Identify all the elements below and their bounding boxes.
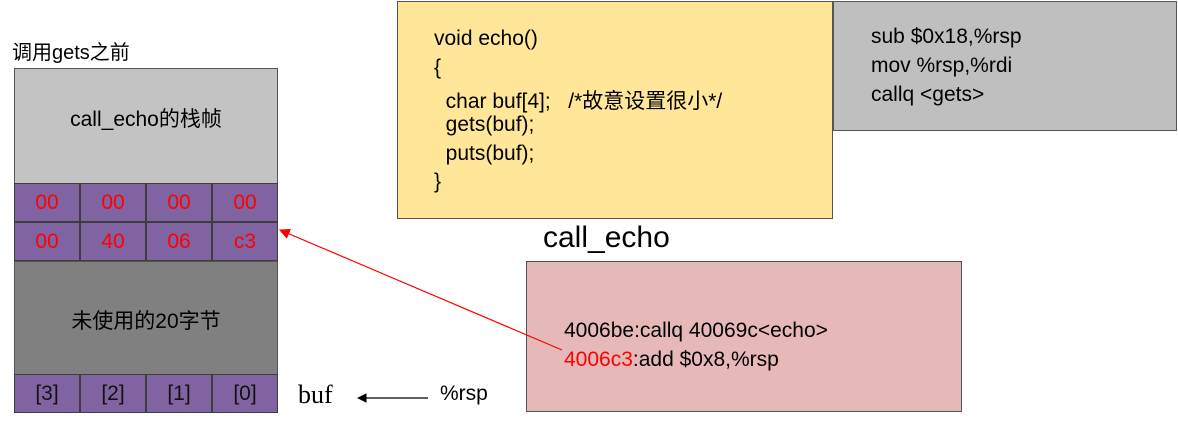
return-address-value: 4006c3 xyxy=(564,348,633,371)
buf-array-row: [3] [2] [1] [0] xyxy=(14,374,278,413)
call-instruction-line: 4006be:callq 40069c<echo> xyxy=(564,319,828,342)
rsp-label: %rsp xyxy=(440,382,488,405)
buf-index-cell: [2] xyxy=(80,374,146,413)
add-instruction-text: :add $0x8,%rsp xyxy=(632,348,779,371)
return-address-low-bytes: 00 40 06 c3 xyxy=(14,222,278,261)
code-line: gets(buf); xyxy=(434,113,535,136)
asm-line: callq <gets> xyxy=(871,83,985,106)
code-line: puts(buf); xyxy=(434,142,535,165)
code-line: { xyxy=(434,56,442,79)
call-echo-code-box: 4006be:callq 40069c<echo> 4006c3:add $0x… xyxy=(526,261,962,412)
stack-title: 调用gets之前 xyxy=(12,42,130,64)
asm-line: mov %rsp,%rdi xyxy=(871,54,1013,77)
buf-index-cell: [3] xyxy=(14,374,80,413)
call-echo-title: call_echo xyxy=(543,221,670,254)
buf-index-cell: [0] xyxy=(212,374,278,413)
return-address-line: 4006c3:add $0x8,%rsp xyxy=(564,348,779,372)
code-line: } xyxy=(434,170,442,193)
byte-cell: 00 xyxy=(14,183,80,222)
byte-cell: c3 xyxy=(212,222,278,261)
byte-cell: 00 xyxy=(14,222,80,261)
byte-cell: 00 xyxy=(146,183,212,222)
byte-cell: 00 xyxy=(80,183,146,222)
unused-bytes-label: 未使用的20字节 xyxy=(71,310,221,333)
buf-index-cell: [1] xyxy=(146,374,212,413)
call-echo-stack-frame: call_echo的栈帧 xyxy=(14,68,278,184)
echo-assembly-box: sub $0x18,%rsp mov %rsp,%rdi callq <gets… xyxy=(833,1,1177,131)
return-address-high-bytes: 00 00 00 00 xyxy=(14,183,278,222)
byte-cell: 00 xyxy=(212,183,278,222)
asm-line: sub $0x18,%rsp xyxy=(871,25,1022,48)
code-line: void echo() xyxy=(434,27,538,50)
echo-source-code-box: void echo() { char buf[4]; /*故意设置很小*/ ge… xyxy=(397,1,833,219)
byte-cell: 40 xyxy=(80,222,146,261)
stack-frame-label: call_echo的栈帧 xyxy=(70,108,222,131)
code-line: char buf[4]; /*故意设置很小*/ xyxy=(434,90,723,113)
unused-bytes-region: 未使用的20字节 xyxy=(14,261,278,375)
byte-cell: 06 xyxy=(146,222,212,261)
buf-label: buf xyxy=(298,380,333,409)
return-address-arrow xyxy=(279,228,563,351)
